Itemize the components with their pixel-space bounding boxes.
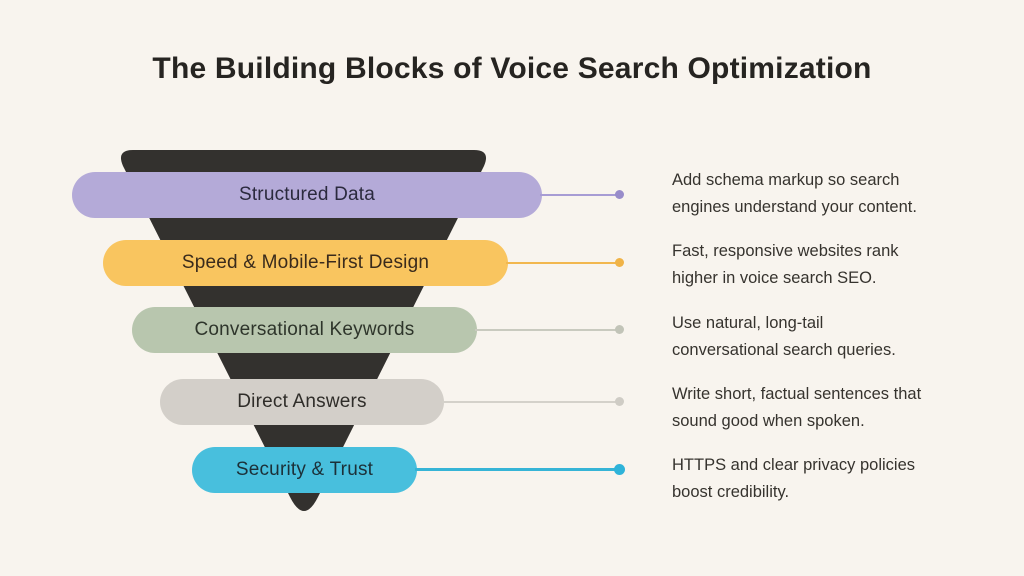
funnel-pill-structured-data: Structured Data <box>72 172 542 218</box>
description-line: higher in voice search SEO. <box>672 269 877 287</box>
funnel-pill-conversational-keywords: Conversational Keywords <box>132 307 477 353</box>
description-line: Fast, responsive websites rank <box>672 242 899 260</box>
funnel-pill-label: Conversational Keywords <box>194 319 415 340</box>
level-description: Fast, responsive websites rank higher in… <box>672 238 982 292</box>
description-line: Use natural, long-tail <box>672 314 824 332</box>
level-description: Use natural, long-tail conversational se… <box>672 310 982 364</box>
description-line: Write short, factual sentences that <box>672 385 922 403</box>
connector-line <box>442 401 617 403</box>
level-description: Write short, factual sentences that soun… <box>672 381 982 435</box>
connector-dot <box>615 190 624 199</box>
connector-line <box>506 262 617 264</box>
funnel-pill-speed-mobile-first: Speed & Mobile-First Design <box>103 240 508 286</box>
description-line: Add schema markup so search <box>672 171 900 189</box>
connector-dot <box>615 325 624 334</box>
funnel-pill-direct-answers: Direct Answers <box>160 379 444 425</box>
description-line: conversational search queries. <box>672 341 896 359</box>
level-description: Add schema markup so search engines unde… <box>672 167 982 221</box>
connector-dot <box>615 397 624 406</box>
connector-line <box>475 329 617 331</box>
connector-dot <box>615 258 624 267</box>
funnel-pill-label: Security & Trust <box>235 459 374 480</box>
level-description: HTTPS and clear privacy policies boost c… <box>672 452 982 506</box>
description-line: HTTPS and clear privacy policies <box>672 456 916 474</box>
funnel-pill-label: Structured Data <box>238 184 376 205</box>
funnel-pill-label: Speed & Mobile-First Design <box>181 252 430 273</box>
funnel-pill-security-trust: Security & Trust <box>192 447 417 493</box>
description-line: boost credibility. <box>672 483 790 501</box>
connector-line <box>415 468 617 471</box>
connector-dot <box>614 464 625 475</box>
connector-line <box>540 194 617 196</box>
description-line: engines understand your content. <box>672 198 917 216</box>
funnel-pill-label: Direct Answers <box>237 391 367 412</box>
page-title: The Building Blocks of Voice Search Opti… <box>152 52 872 85</box>
description-line: sound good when spoken. <box>672 412 865 430</box>
